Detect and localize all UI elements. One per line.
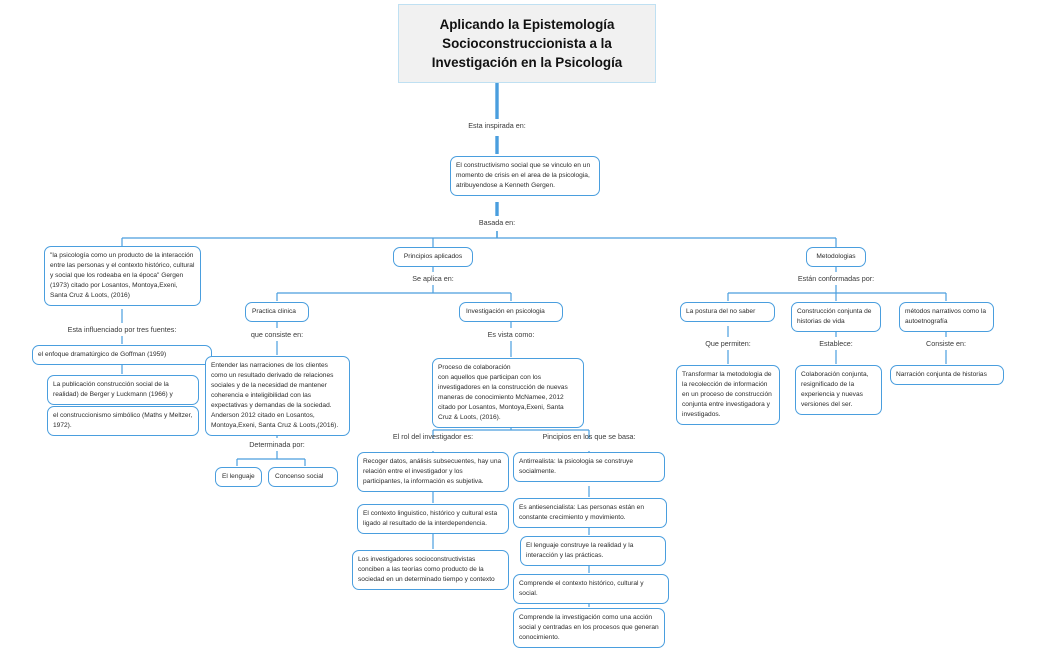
label-establece: Establece: [819, 339, 853, 348]
label-es-vista-como: Es vista como: [487, 330, 535, 339]
node-antiesencialista[interactable]: Es antiesencialista: Las personas están … [513, 498, 667, 529]
node-construccionismo-simbolico[interactable]: el construccionismo simbólico (Maths y M… [47, 406, 199, 437]
label-se-aplica-en: Se aplica en: [412, 274, 454, 283]
node-construccion-conjunta-historias[interactable]: Construcción conjunta de historias de vi… [791, 302, 881, 333]
label-que-permiten: Que permiten: [705, 339, 751, 348]
label-basada-en: Basada en: [478, 218, 516, 227]
label-rol-investigador: El rol del investigador es: [392, 432, 474, 441]
node-comprende-contexto[interactable]: Comprende el contexto histórico, cultura… [513, 574, 669, 605]
map-title: Aplicando la Epistemología Socioconstruc… [398, 4, 656, 84]
node-el-lenguaje[interactable]: El lenguaje [215, 467, 262, 488]
node-constructivismo-social[interactable]: El constructivismo social que se vinculo… [450, 156, 600, 197]
node-recoger-datos[interactable]: Recoger datos, análisis subsecuentes, ha… [357, 452, 509, 493]
node-comprende-investigacion[interactable]: Comprende la investigación como una acci… [513, 608, 665, 649]
node-fuente-berger-luckmann[interactable]: La publicación construcción social de la… [47, 375, 199, 406]
label-consiste-en: Consiste en: [926, 339, 966, 348]
node-colaboracion-conjunta[interactable]: Colaboración conjunta, resignificado de … [795, 365, 882, 416]
label-estan-conformadas-por: Están conformadas por: [797, 274, 875, 283]
node-principios-aplicados[interactable]: Principios aplicados [393, 247, 473, 268]
node-concenso-social[interactable]: Concenso social [268, 467, 338, 488]
node-investigadores-socioconstructivistas[interactable]: Los investigadores socioconstructivistas… [352, 550, 509, 591]
node-transformar-metodologia[interactable]: Transformar la metodologia de la recolec… [676, 365, 780, 426]
node-metodologias[interactable]: Metodologias [806, 247, 866, 268]
node-proceso-colaboracion[interactable]: Proceso de colaboración con aquellos que… [432, 358, 584, 429]
label-que-consiste-en: que consiste en: [250, 330, 304, 339]
node-fuente-goffman[interactable]: el enfoque dramatúrgico de Goffman (1959… [32, 345, 212, 366]
node-psicologia-producto[interactable]: "la psicología como un producto de la in… [44, 246, 201, 307]
node-entender-narraciones[interactable]: Entender las narraciones de los clientes… [205, 356, 350, 437]
node-metodos-narrativos[interactable]: métodos narrativos como la autoetnografí… [899, 302, 994, 333]
node-practica-clinica[interactable]: Practica clinica [245, 302, 309, 323]
label-determinada-por: Determinada por: [249, 440, 305, 449]
label-esta-influenciado: Esta influenciado por tres fuentes: [67, 325, 177, 334]
node-postura-no-saber[interactable]: La postura del no saber [680, 302, 775, 323]
node-lenguaje-construye[interactable]: El lenguaje construye la realidad y la i… [520, 536, 666, 567]
node-narracion-conjunta[interactable]: Narración conjunta de historias [890, 365, 1004, 386]
node-investigacion-en-psicologia[interactable]: Investigación en psicologia [459, 302, 563, 323]
label-principios-en-los-que-se-basa: Pincipios en los que se basa: [542, 432, 636, 441]
node-contexto-linguistico[interactable]: El contexto linguistico, histórico y cul… [357, 504, 509, 535]
label-esta-inspirada-en: Esta inspirada en: [468, 121, 526, 130]
node-antirrealista[interactable]: Antirrealista: la psicologia se construy… [513, 452, 665, 483]
